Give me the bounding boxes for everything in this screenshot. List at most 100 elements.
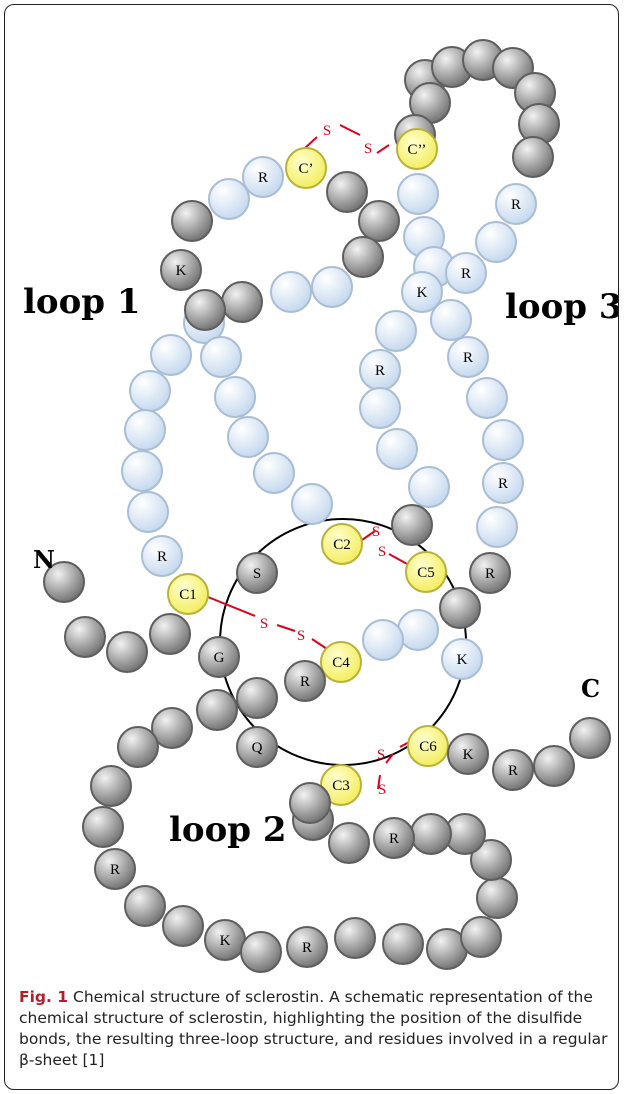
residue <box>342 236 384 278</box>
residue-label: C6 <box>419 739 437 755</box>
residue <box>117 726 159 768</box>
residue <box>221 281 263 323</box>
residue <box>391 504 433 546</box>
residue-label: R <box>110 862 120 878</box>
n-terminus-label: N <box>33 545 55 574</box>
residue <box>236 677 278 719</box>
disulfide-bond-line <box>311 638 328 650</box>
disulfide-bond-line <box>377 774 381 790</box>
beta-sheet-residue <box>397 173 439 215</box>
residue <box>64 616 106 658</box>
beta-sheet-residue <box>375 310 417 352</box>
disulfide-sulfur-label: S <box>377 747 385 763</box>
beta-sheet-residue <box>311 266 353 308</box>
residue <box>410 813 452 855</box>
cysteine-residue-c4 <box>320 641 362 683</box>
disulfide-sulfur-label: S <box>364 141 372 157</box>
beta-sheet-residue <box>208 178 250 220</box>
beta-sheet-residue-k <box>441 638 483 680</box>
residue-label: R <box>258 170 268 186</box>
cysteine-residue-c5 <box>405 551 447 593</box>
beta-sheet-residue <box>482 419 524 461</box>
disulfide-sulfur-label: S <box>323 123 331 139</box>
loop-3-label: loop 3 <box>505 287 619 327</box>
residue-label: R <box>511 197 521 213</box>
cysteine-residue-c1 <box>167 573 209 615</box>
disulfide-bond-line <box>385 753 394 764</box>
disulfide-bond-line <box>376 144 390 154</box>
residue-label: Q <box>252 740 263 756</box>
cysteine-residue-c <box>285 147 327 189</box>
disulfide-bond-line <box>207 596 256 617</box>
residue-label: K <box>220 933 231 949</box>
residue-r <box>373 817 415 859</box>
residue-k <box>160 249 202 291</box>
residue-label: K <box>463 747 474 763</box>
residue-label: S <box>253 566 261 582</box>
residue <box>470 839 512 881</box>
beta-sheet-residue <box>466 377 508 419</box>
beta-sheet-residue <box>121 450 163 492</box>
residue-label: R <box>508 763 518 779</box>
residue-label: C1 <box>179 587 197 603</box>
residue <box>196 689 238 731</box>
residue <box>533 745 575 787</box>
residue-label: C2 <box>333 537 351 553</box>
cysteine-residue-c <box>396 128 438 170</box>
beta-sheet-residue-r <box>482 462 524 504</box>
residue-k <box>447 733 489 775</box>
residue <box>106 631 148 673</box>
residue-label: C4 <box>332 655 350 671</box>
beta-sheet-residue <box>476 506 518 548</box>
cysteine-residue-c2 <box>321 523 363 565</box>
beta-sheet-residue <box>270 271 312 313</box>
residue-s <box>236 552 278 594</box>
residue-label: K <box>176 263 187 279</box>
residue <box>569 717 611 759</box>
disulfide-sulfur-label: S <box>372 524 380 540</box>
beta-sheet-residue <box>408 466 450 508</box>
caption-figure-label: Fig. 1 <box>19 988 69 1006</box>
sclerostin-structure-diagram: C’’C’RKRRKRRRRRRC2C5C1SC4RKGQC3C6KRRKRR … <box>23 39 619 973</box>
beta-sheet-residue-r <box>495 183 537 225</box>
loop-2-label: loop 2 <box>169 810 287 850</box>
residue-label: C3 <box>332 778 350 794</box>
beta-sheet-residue <box>430 299 472 341</box>
beta-sheet-residue <box>253 452 295 494</box>
residue <box>328 822 370 864</box>
residue <box>240 931 282 973</box>
beta-sheet-residue <box>150 334 192 376</box>
disulfide-sulfur-label: S <box>260 616 268 632</box>
beta-sheet-residue <box>214 376 256 418</box>
beta-sheet-residue <box>127 491 169 533</box>
beta-sheet-residue <box>376 428 418 470</box>
beta-sheet-residue <box>291 483 333 525</box>
residue-r <box>94 848 136 890</box>
residue-r <box>469 552 511 594</box>
residue <box>171 200 213 242</box>
beta-sheet-residue-k <box>401 271 443 313</box>
residue-label: R <box>485 566 495 582</box>
figure-frame: C’’C’RKRRKRRRRRRC2C5C1SC4RKGQC3C6KRRKRR … <box>4 4 619 1090</box>
figure-caption: Fig. 1 Chemical structure of sclerostin.… <box>19 987 611 1071</box>
residue-label: R <box>375 363 385 379</box>
beta-sheet-residue <box>129 370 171 412</box>
residue <box>382 923 424 965</box>
residue <box>151 707 193 749</box>
residue-r <box>492 749 534 791</box>
residue-q <box>236 726 278 768</box>
disulfide-bond-line <box>361 530 376 541</box>
residue-label: R <box>463 350 473 366</box>
beta-sheet-residue-r <box>445 252 487 294</box>
residue <box>82 806 124 848</box>
residue <box>149 613 191 655</box>
residue <box>184 289 226 331</box>
beta-sheet-residue <box>397 609 439 651</box>
residue <box>289 782 331 824</box>
disulfide-sulfur-label: S <box>378 544 386 560</box>
residue-label: C’ <box>299 161 314 177</box>
residue <box>162 905 204 947</box>
disulfide-bond-line <box>388 553 410 566</box>
residue <box>358 200 400 242</box>
disulfide-sulfur-label: S <box>297 628 305 644</box>
